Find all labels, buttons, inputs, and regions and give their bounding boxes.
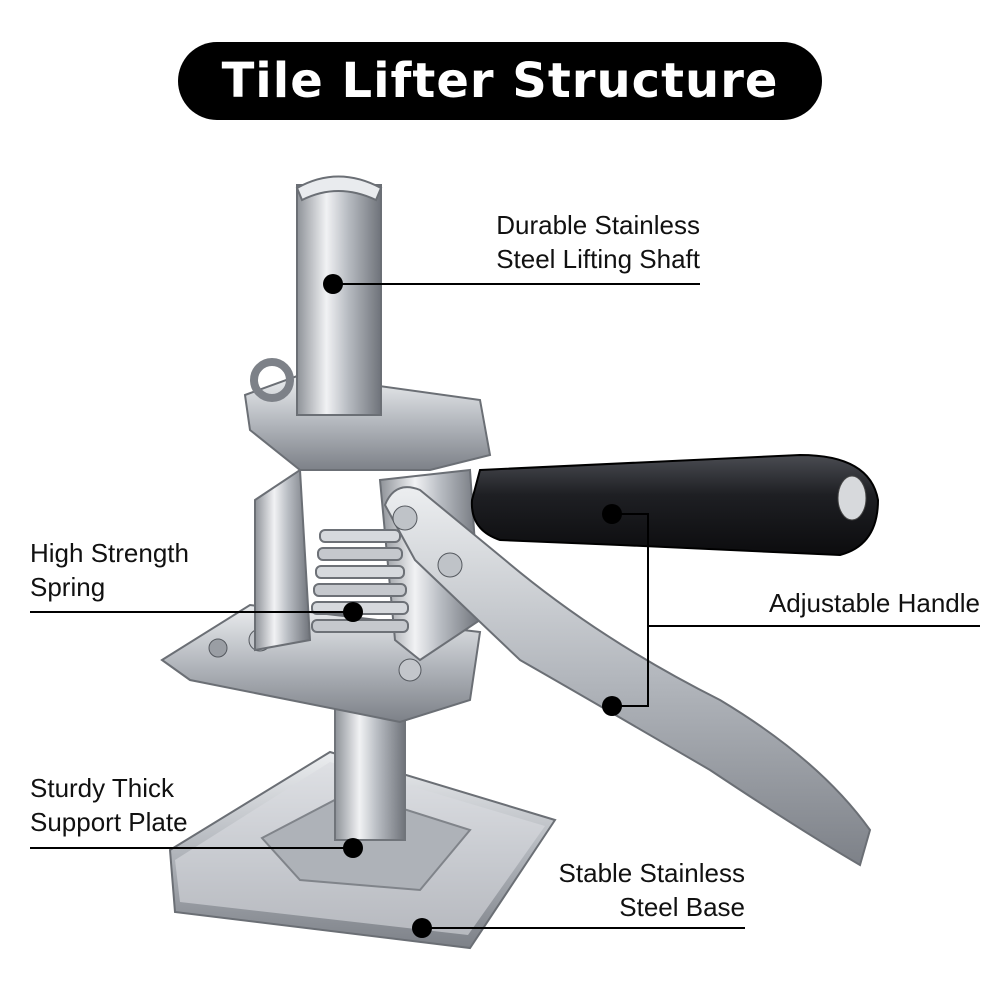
callout-dots (323, 274, 622, 938)
callout-spring-line-2: Spring (30, 572, 106, 602)
spring (311, 529, 409, 633)
callout-plate-line-1: Sturdy Thick (30, 773, 175, 803)
handle-grip (470, 453, 880, 557)
callout-shaft-line-1: Durable Stainless (496, 210, 700, 240)
spring-callout-dot (343, 602, 363, 622)
base-callout-dot (412, 918, 432, 938)
callout-base: Stable Stainless Steel Base (559, 856, 745, 924)
handle-callout-dot-bottom (602, 696, 622, 716)
callout-plate-line-2: Support Plate (30, 807, 188, 837)
title-banner: Tile Lifter Structure (178, 42, 822, 120)
callout-base-line-2: Steel Base (619, 892, 745, 922)
callout-handle: Adjustable Handle (769, 586, 980, 620)
handle-callout-dot-top (602, 504, 622, 524)
lifting-shaft (295, 175, 383, 416)
callout-spring-line-1: High Strength (30, 538, 189, 568)
callout-plate: Sturdy Thick Support Plate (30, 771, 188, 839)
callout-shaft: Durable Stainless Steel Lifting Shaft (496, 208, 700, 276)
callout-lines (30, 283, 980, 929)
callout-shaft-line-2: Steel Lifting Shaft (496, 244, 700, 274)
callout-handle-line-1: Adjustable Handle (768, 588, 980, 618)
callout-base-line-1: Stable Stainless (558, 858, 745, 888)
page-title: Tile Lifter Structure (221, 53, 779, 109)
shaft-callout-dot (323, 274, 343, 294)
lever-arm (383, 486, 872, 867)
callout-spring: High Strength Spring (30, 536, 189, 604)
plate-callout-dot (343, 838, 363, 858)
